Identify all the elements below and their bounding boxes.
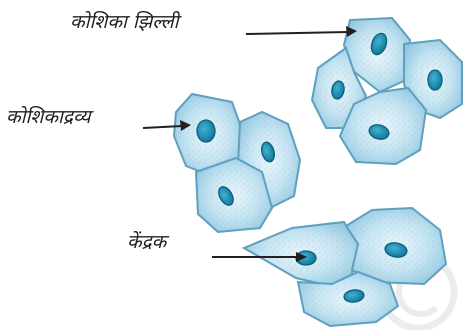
cell-cluster-top-right xyxy=(312,18,462,164)
label-cytoplasm: कोशिकाद्रव्य xyxy=(6,103,90,129)
nucleus xyxy=(197,120,215,142)
cell-cluster-middle xyxy=(174,94,300,232)
nucleus xyxy=(428,70,442,90)
label-cell-membrane: कोशिका झिल्ली xyxy=(70,8,179,34)
cell-cluster-bottom xyxy=(244,208,446,326)
label-nucleus: केंद्रक xyxy=(127,228,166,254)
arrow-membrane xyxy=(246,26,357,37)
